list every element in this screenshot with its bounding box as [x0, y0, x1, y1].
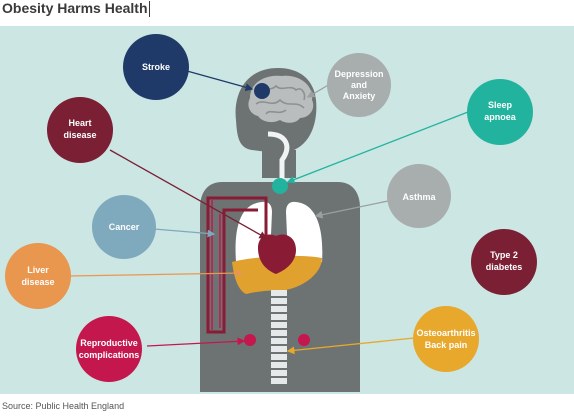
bubble-heart: Heart disease: [47, 97, 113, 163]
bubble-depression-label-1: Depression: [334, 69, 383, 79]
liver-connector: [67, 269, 244, 278]
stroke-connector: [186, 70, 254, 92]
heart: [258, 234, 296, 274]
bubble-cancer: Cancer: [92, 195, 156, 259]
bubble-liver-label-1: Liver: [27, 265, 49, 275]
bubble-heart-label-1: Heart: [68, 118, 91, 128]
bubble-reproductive-label-2: complications: [79, 350, 140, 360]
stroke-point: [254, 83, 270, 99]
spine: [271, 290, 287, 384]
bubble-liver-label-2: disease: [21, 277, 54, 287]
osteo-connector: [286, 337, 415, 355]
bubble-asthma: Asthma: [387, 164, 451, 228]
bubble-osteo-label-1: Osteoarthritis: [416, 328, 475, 338]
bubble-cancer-label: Cancer: [109, 222, 140, 232]
bubble-osteo-label-2: Back pain: [425, 340, 468, 350]
bubble-reproductive: Reproductive complications: [76, 316, 142, 382]
bubble-heart-label-2: disease: [63, 130, 96, 140]
blood-vessel-inner: [211, 200, 221, 330]
bubble-liver: Liver disease: [5, 243, 71, 309]
bubble-stroke-label: Stroke: [142, 62, 170, 72]
bubble-osteo: Osteoarthritis Back pain: [413, 306, 479, 372]
bubble-sleep: Sleep apnoea: [467, 79, 533, 145]
source-note: Source: Public Health England: [2, 401, 125, 411]
asthma-connector: [314, 200, 389, 219]
bubble-type2-label-1: Type 2: [490, 250, 518, 260]
heart-connector: [109, 149, 268, 239]
blood-vessel: [206, 196, 268, 334]
sleep-connector: [286, 111, 469, 184]
chart-title: Obesity Harms Health: [2, 0, 150, 18]
reproductive-point-right: [298, 334, 310, 346]
bubble-depression-label-2: and: [351, 80, 367, 90]
airway: [267, 131, 290, 182]
bubble-reproductive-label-1: Reproductive: [80, 338, 138, 348]
bubble-stroke: Stroke: [123, 34, 189, 100]
liver: [232, 255, 322, 294]
reproductive-connector: [146, 337, 246, 347]
bubble-depression-label-3: Anxiety: [343, 91, 376, 101]
bubble-depression: Depression and Anxiety: [327, 53, 391, 117]
bubble-type2-label-2: diabetes: [486, 262, 523, 272]
bubble-asthma-label: Asthma: [402, 192, 436, 202]
title-text: Obesity Harms Health: [2, 0, 148, 16]
reproductive-point-left: [244, 334, 256, 346]
bubble-sleep-label-1: Sleep: [488, 100, 513, 110]
bubble-type2: Type 2 diabetes: [471, 229, 537, 295]
throat-point: [272, 178, 288, 194]
cancer-connector: [153, 228, 216, 238]
brain: [248, 75, 314, 123]
bubble-sleep-label-2: apnoea: [484, 112, 517, 122]
depression-connector: [306, 83, 331, 98]
text-cursor: [148, 1, 150, 18]
